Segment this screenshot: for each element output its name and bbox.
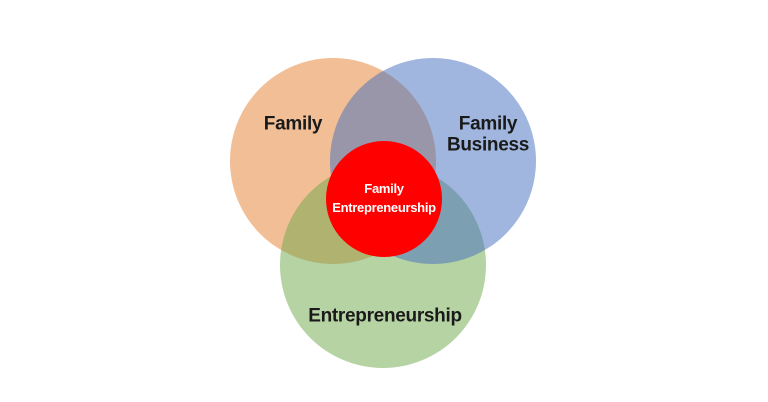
- entrepreneurship-label: Entrepreneurship: [308, 305, 462, 327]
- family-label: Family: [263, 113, 323, 135]
- family-entrepreneurship-circle: [326, 141, 442, 257]
- family-business-label: Family Business: [446, 113, 530, 156]
- family-entrepreneurship-label: Family Entrepreneurship: [332, 181, 436, 215]
